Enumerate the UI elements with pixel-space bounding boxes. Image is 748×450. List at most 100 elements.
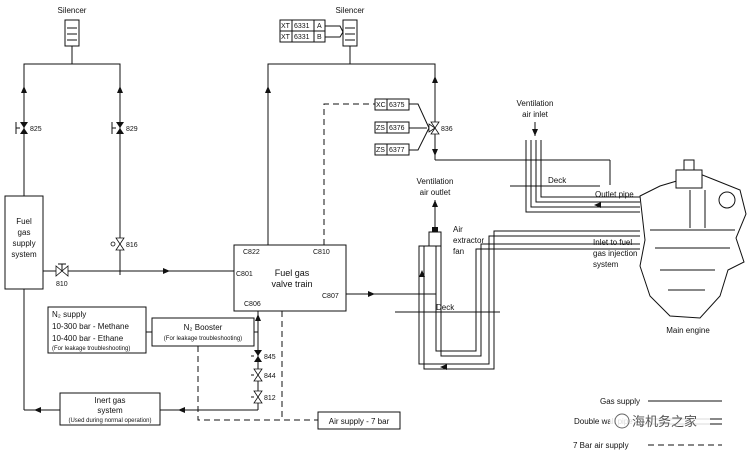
silencer-right-label: Silencer	[336, 6, 365, 15]
legend-air-label: 7 Bar air supply	[573, 441, 629, 450]
control-line	[323, 103, 375, 245]
n2-supply-line-3: 10-400 bar - Ethane	[52, 334, 124, 343]
svg-text:B: B	[317, 34, 322, 41]
svg-text:6377: 6377	[389, 147, 405, 154]
inert-gas-box	[59, 392, 161, 426]
outlet-pipe-label: Outlet pipe	[595, 190, 634, 199]
vent-outlet-line-2: air outlet	[420, 188, 451, 197]
air-extractor-line-1: Air	[453, 225, 463, 234]
flow-arrow-icon	[594, 202, 601, 208]
silencer-left-label: Silencer	[58, 6, 87, 15]
inlet-pipe	[418, 230, 640, 370]
vent-line-right	[267, 63, 436, 245]
air-extractor-line-3: fan	[453, 247, 464, 256]
valve-844[interactable]	[251, 368, 263, 382]
vent-inlet-line-1: Ventilation	[517, 99, 554, 108]
valve-810[interactable]	[55, 263, 69, 277]
valve-train-line-1: Fuel gas	[275, 268, 310, 278]
n2-booster-line-2: (For leakage troubleshooting)	[164, 336, 242, 342]
tag-zs-6376: ZS 6376	[374, 121, 410, 134]
fuel-supply-line-4: system	[11, 250, 37, 259]
watermark-text: 海机务之家	[632, 414, 697, 429]
silencer-right	[342, 19, 358, 64]
valve-845[interactable]	[251, 350, 262, 362]
flow-arrow-icon	[419, 270, 425, 277]
air-supply-label: Air supply - 7 bar	[329, 417, 390, 426]
main-engine-label: Main engine	[666, 326, 710, 335]
flow-arrow-icon	[368, 291, 375, 297]
flow-arrow-icon	[34, 407, 41, 413]
watermark: 海机务之家	[610, 410, 710, 432]
valve-844-label: 844	[264, 373, 276, 380]
inert-gas-line-3: (Used during normal operation)	[68, 418, 151, 424]
flow-arrow-icon	[21, 86, 27, 93]
valve-810-label: 810	[56, 281, 68, 288]
air-supply-line	[197, 346, 318, 421]
n2-booster-line-1: N₂ Booster	[184, 323, 223, 332]
inlet-fuel-line-1: Inlet to fuel	[593, 238, 632, 247]
flow-arrow-icon	[163, 268, 170, 274]
tag-xt-6331-a: XT 6331 A	[279, 19, 326, 32]
svg-text:6375: 6375	[389, 102, 405, 109]
svg-text:ZS: ZS	[376, 147, 385, 154]
svg-text:XT: XT	[281, 34, 291, 41]
valve-816-label: 816	[126, 242, 138, 249]
valve-825[interactable]	[15, 122, 28, 134]
fuel-supply-line-1: Fuel	[16, 217, 32, 226]
air-extractor-fan	[428, 227, 442, 247]
svg-text:6331: 6331	[294, 23, 310, 30]
tag-xc-6375: XC 6375	[374, 98, 410, 111]
n2-booster-box	[151, 317, 255, 347]
valve-train-line-2: valve train	[271, 279, 312, 289]
flow-arrow-icon	[432, 76, 438, 83]
valve-825-label: 825	[30, 126, 42, 133]
valve-829[interactable]	[111, 122, 124, 134]
n2-supply-line-2: 10-300 bar - Methane	[52, 322, 129, 331]
tag-zs-6377: ZS 6377	[374, 143, 410, 156]
n2-supply-line-4: (For leakage troubleshooting)	[52, 346, 130, 352]
port-c810: C810	[313, 249, 330, 256]
svg-text:ZS: ZS	[376, 125, 385, 132]
valve-816[interactable]	[110, 237, 125, 251]
flow-arrow-icon	[432, 149, 438, 156]
flow-arrow-icon	[117, 86, 123, 93]
flow-arrow-icon	[255, 314, 261, 321]
n2-supply-line-1: N₂ supply	[52, 310, 86, 319]
silencer-left	[64, 19, 80, 64]
port-c807: C807	[322, 293, 339, 300]
inert-gas-line-2: system	[97, 406, 123, 415]
valve-812-label: 812	[264, 395, 276, 402]
air-extractor-line-2: extractor	[453, 236, 484, 245]
port-c801: C801	[236, 271, 253, 278]
inlet-fuel-line-2: gas injection	[593, 249, 637, 258]
fuel-supply-line-3: supply	[12, 239, 35, 248]
valve-829-label: 829	[126, 126, 138, 133]
flow-arrow-icon	[178, 407, 185, 413]
fuel-gas-valve-train	[233, 244, 347, 312]
port-c822: C822	[243, 249, 260, 256]
deck-lower-label: Deck	[436, 303, 455, 312]
legend-double-label: Double wall pipe	[574, 417, 633, 426]
valve-836-label: 836	[441, 126, 453, 133]
svg-text:6376: 6376	[389, 125, 405, 132]
vent-inlet-line-2: air inlet	[522, 110, 549, 119]
fuel-gas-supply-box	[4, 195, 44, 290]
tag-xt-6331-b: XT 6331 B	[279, 30, 326, 43]
deck-upper-label: Deck	[548, 176, 567, 185]
valve-836[interactable]	[428, 121, 440, 135]
valve-845-label: 845	[264, 354, 276, 361]
legend-gas-label: Gas supply	[600, 397, 640, 406]
inert-gas-line-1: Inert gas	[94, 396, 125, 405]
svg-text:XT: XT	[281, 23, 291, 30]
svg-text:6331: 6331	[294, 34, 310, 41]
port-c806: C806	[244, 301, 261, 308]
n2-supply-box	[47, 306, 147, 354]
inlet-fuel-line-3: system	[593, 260, 619, 269]
outlet-pipe	[525, 140, 640, 213]
svg-text:XC: XC	[376, 102, 386, 109]
valve-812[interactable]	[251, 390, 263, 404]
main-engine	[639, 159, 747, 319]
flow-arrow-icon	[440, 364, 447, 370]
svg-text:A: A	[317, 23, 322, 30]
